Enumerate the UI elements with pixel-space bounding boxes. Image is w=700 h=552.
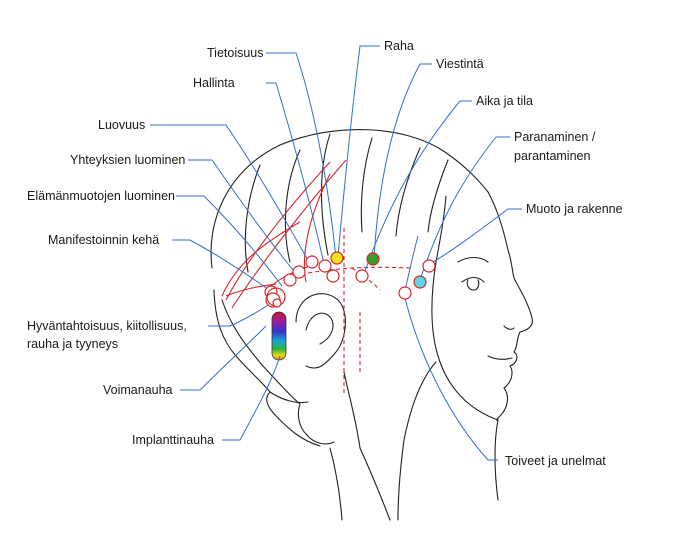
marker-elamanmuotojen	[283, 273, 297, 287]
marker-viestinta	[366, 252, 380, 266]
leader-aika	[363, 100, 472, 275]
label-viestinta: Viestintä	[436, 57, 484, 71]
label-manifestoinnin-keha: Manifestoinnin kehä	[48, 233, 159, 247]
label-voimanauha: Voimanauha	[103, 383, 173, 397]
marker-yhteyksien	[292, 265, 306, 279]
label-yhteyksien-luominen: Yhteyksien luominen	[70, 153, 185, 167]
marker-raha	[330, 251, 344, 265]
label-luovuus: Luovuus	[98, 118, 145, 132]
leader-manifestoinnin	[172, 239, 273, 293]
label-paranaminen: Paranaminen /	[514, 130, 596, 144]
implant-band	[271, 311, 287, 361]
labels: Tietoisuus Raha Hallinta Viestintä Aika …	[27, 39, 623, 468]
label-elamanmuotojen-luominen: Elämänmuotojen luominen	[27, 189, 175, 203]
marker-voimanauha	[272, 298, 282, 308]
label-hyvantahtoisuus: Hyväntahtoisuus, kiitollisuus,	[27, 319, 187, 333]
leader-luovuus	[150, 124, 311, 265]
marker-luovuus	[305, 255, 319, 269]
leader-yhteyksien	[188, 159, 299, 277]
marker-toiveet	[398, 286, 412, 300]
leader-implanttinauha	[222, 355, 281, 441]
head-sketch	[210, 129, 533, 521]
leader-muoto	[427, 208, 522, 266]
label-rauha-ja-tyyneys: rauha ja tyyneys	[27, 337, 118, 351]
leader-raha	[337, 45, 380, 257]
label-tietoisuus: Tietoisuus	[207, 46, 264, 60]
label-muoto-ja-rakenne: Muoto ja rakenne	[526, 202, 623, 216]
marker-muoto	[413, 275, 427, 289]
markers	[264, 251, 436, 308]
label-toiveet-ja-unelmat: Toiveet ja unelmat	[505, 454, 606, 468]
leader-elamanmuotojen	[176, 195, 283, 287]
label-implanttinauha: Implanttinauha	[132, 433, 214, 447]
marker-paranaminen	[422, 259, 436, 273]
label-aika-ja-tila: Aika ja tila	[476, 94, 533, 108]
label-hallinta: Hallinta	[193, 76, 235, 90]
leader-toiveet	[403, 293, 498, 461]
leader-voimanauha	[180, 325, 267, 391]
marker-tietoisuus-lower	[326, 269, 340, 283]
marker-hallinta	[318, 259, 332, 273]
leader-lines	[150, 45, 522, 461]
leader-hallinta	[266, 82, 325, 265]
label-raha: Raha	[384, 39, 414, 53]
label-parantaminen: parantaminen	[514, 149, 590, 163]
leader-tietoisuus	[266, 52, 337, 259]
leader-paranaminen	[419, 136, 510, 281]
marker-aika	[355, 269, 369, 283]
leader-viestinta	[373, 63, 432, 259]
